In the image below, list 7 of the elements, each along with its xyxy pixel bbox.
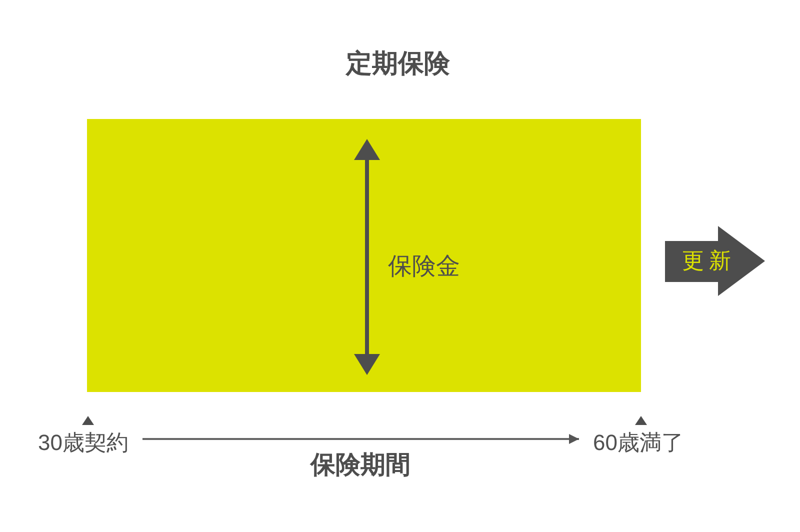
title: 定期保険 [344,47,451,80]
coverage-block [87,119,641,392]
amount-label: 保険金 [388,252,460,282]
start-label: 30歳契約 [24,428,142,458]
timeline-arrow [142,434,579,444]
renewal-arrow: 更新 [665,226,765,296]
end-label: 60歳満了 [579,428,698,458]
